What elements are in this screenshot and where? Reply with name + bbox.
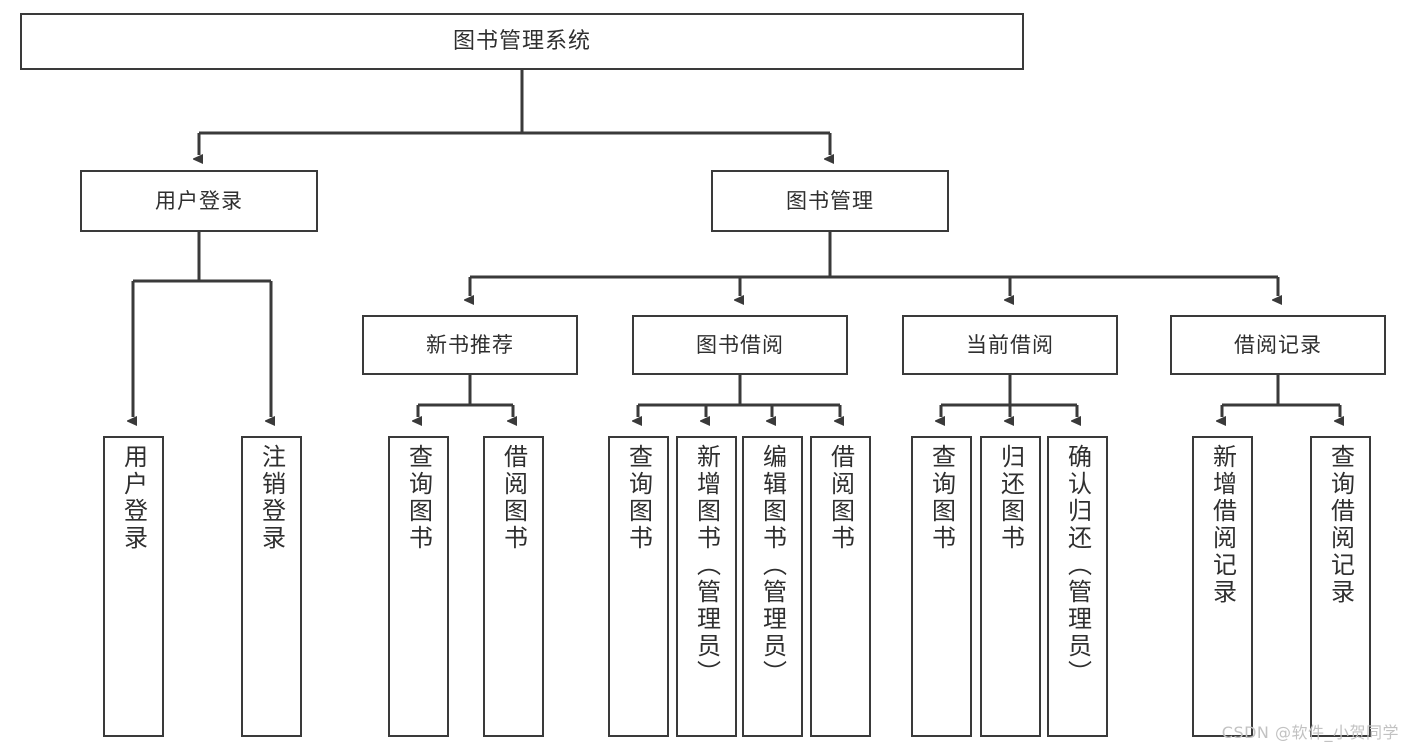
leaf-user-login-logout[interactable]: 注销登录: [241, 436, 302, 737]
leaf-new-book-query[interactable]: 查询图书: [388, 436, 449, 737]
node-borrow-record-label: 借阅记录: [1234, 332, 1322, 357]
node-new-book-recommend-label: 新书推荐: [426, 332, 514, 357]
leaf-label: 注销登录: [257, 444, 286, 552]
leaf-label: 借阅图书: [499, 444, 528, 552]
leaf-label: 借阅图书: [826, 444, 855, 552]
leaf-book-borrow-borrow[interactable]: 借阅图书: [810, 436, 871, 737]
leaf-label: 新增借阅记录: [1208, 444, 1237, 606]
leaf-borrow-record-query[interactable]: 查询借阅记录: [1310, 436, 1371, 737]
leaf-label: 查询图书: [927, 444, 956, 552]
node-borrow-record[interactable]: 借阅记录: [1170, 315, 1386, 375]
leaf-new-book-borrow[interactable]: 借阅图书: [483, 436, 544, 737]
leaf-book-borrow-edit[interactable]: 编辑图书（管理员）: [742, 436, 803, 737]
leaf-label: 归还图书: [996, 444, 1025, 552]
node-root[interactable]: 图书管理系统: [20, 13, 1024, 70]
node-book-management-label: 图书管理: [786, 188, 874, 213]
leaf-current-borrow-confirm-return[interactable]: 确认归还（管理员）: [1047, 436, 1108, 737]
leaf-label: 编辑图书（管理员）: [758, 444, 787, 687]
leaf-borrow-record-add[interactable]: 新增借阅记录: [1192, 436, 1253, 737]
node-user-login-label: 用户登录: [155, 188, 243, 213]
leaf-label: 新增图书（管理员）: [692, 444, 721, 687]
node-new-book-recommend[interactable]: 新书推荐: [362, 315, 578, 375]
leaf-current-borrow-return[interactable]: 归还图书: [980, 436, 1041, 737]
node-user-login[interactable]: 用户登录: [80, 170, 318, 232]
leaf-book-borrow-add[interactable]: 新增图书（管理员）: [676, 436, 737, 737]
leaf-label: 查询图书: [624, 444, 653, 552]
node-book-borrow[interactable]: 图书借阅: [632, 315, 848, 375]
csdn-watermark: CSDN @软件_小贺同学: [1221, 723, 1399, 742]
node-book-management[interactable]: 图书管理: [711, 170, 949, 232]
leaf-label: 确认归还（管理员）: [1063, 444, 1092, 687]
leaf-label: 查询图书: [404, 444, 433, 552]
leaf-label: 查询借阅记录: [1326, 444, 1355, 606]
leaf-label: 用户登录: [119, 444, 148, 552]
leaf-user-login-login[interactable]: 用户登录: [103, 436, 164, 737]
leaf-current-borrow-query[interactable]: 查询图书: [911, 436, 972, 737]
node-book-borrow-label: 图书借阅: [696, 332, 784, 357]
node-current-borrow[interactable]: 当前借阅: [902, 315, 1118, 375]
node-root-label: 图书管理系统: [452, 28, 591, 54]
node-current-borrow-label: 当前借阅: [966, 332, 1054, 357]
leaf-book-borrow-query[interactable]: 查询图书: [608, 436, 669, 737]
